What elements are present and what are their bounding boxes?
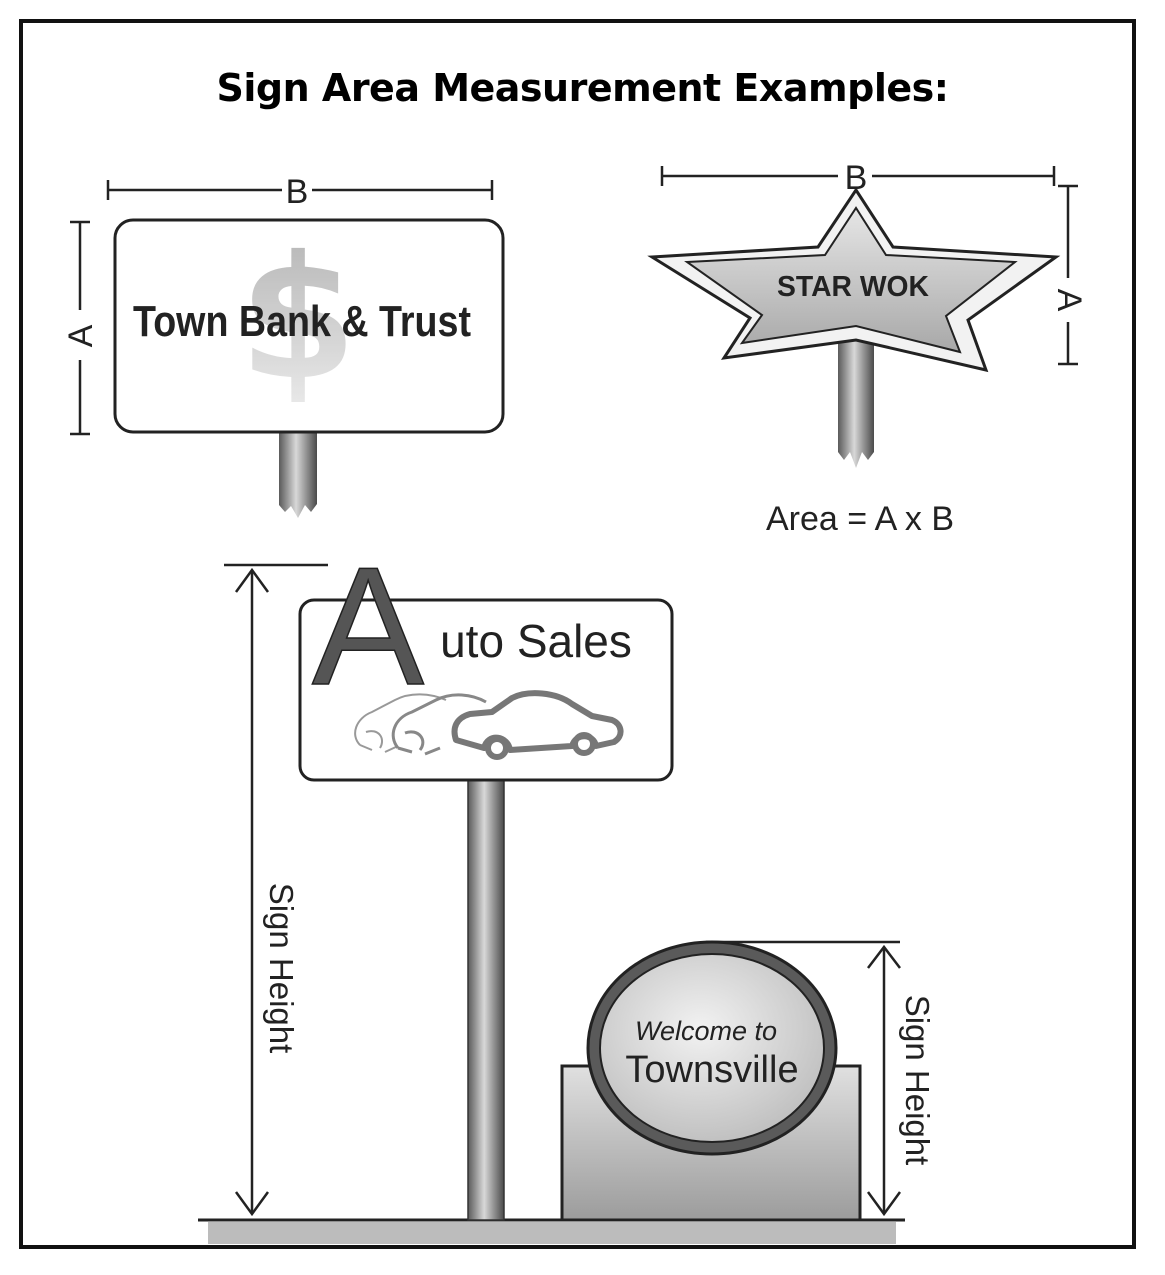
bank-pole (279, 432, 317, 518)
bank-sign: B A $ Town Bank & Trust (62, 173, 505, 518)
bank-width-dimension (106, 180, 494, 200)
monument-welcome-text: Welcome to (635, 1016, 777, 1046)
car-icon (451, 690, 624, 760)
star-height-dimension (1058, 184, 1078, 366)
star-sign: B A STAR WOK Area = A x B (647, 159, 1088, 538)
star-a-label: A (1050, 289, 1088, 312)
auto-sign-height-label: Sign Height (263, 883, 300, 1054)
bank-panel (113, 218, 505, 434)
star-b-label: B (845, 159, 868, 197)
auto-sign-text: uto Sales (440, 615, 632, 667)
dollar-icon: $ (239, 220, 357, 418)
bank-height-dimension (70, 220, 90, 436)
bank-b-label: B (286, 173, 309, 211)
diagram-title: Sign Area Measurement Examples: (216, 66, 949, 110)
bank-sign-text: Town Bank & Trust (133, 297, 471, 346)
ground-strip (208, 1222, 896, 1244)
monument-town-text: Townsville (625, 1049, 798, 1091)
monument-sign-height-label: Sign Height (899, 995, 936, 1166)
star-inner-shape (684, 206, 1018, 354)
auto-sign-initial: A (312, 532, 424, 720)
monument-sign: Welcome to Townsville Sign Height (560, 940, 936, 1222)
car-icon-faint (354, 693, 447, 753)
star-pole (838, 335, 874, 468)
auto-sign: Sign Height A uto Sales (224, 531, 674, 1221)
monument-oval (599, 953, 825, 1143)
auto-height-dimension (224, 563, 328, 1217)
area-formula: Area = A x B (766, 500, 954, 538)
star-sign-text: STAR WOK (777, 271, 929, 303)
auto-pole (467, 779, 505, 1221)
star-width-dimension (660, 166, 1056, 186)
monument-height-dimension (706, 940, 902, 1217)
bank-a-label: A (62, 324, 100, 347)
car-icon-medium (391, 693, 487, 756)
